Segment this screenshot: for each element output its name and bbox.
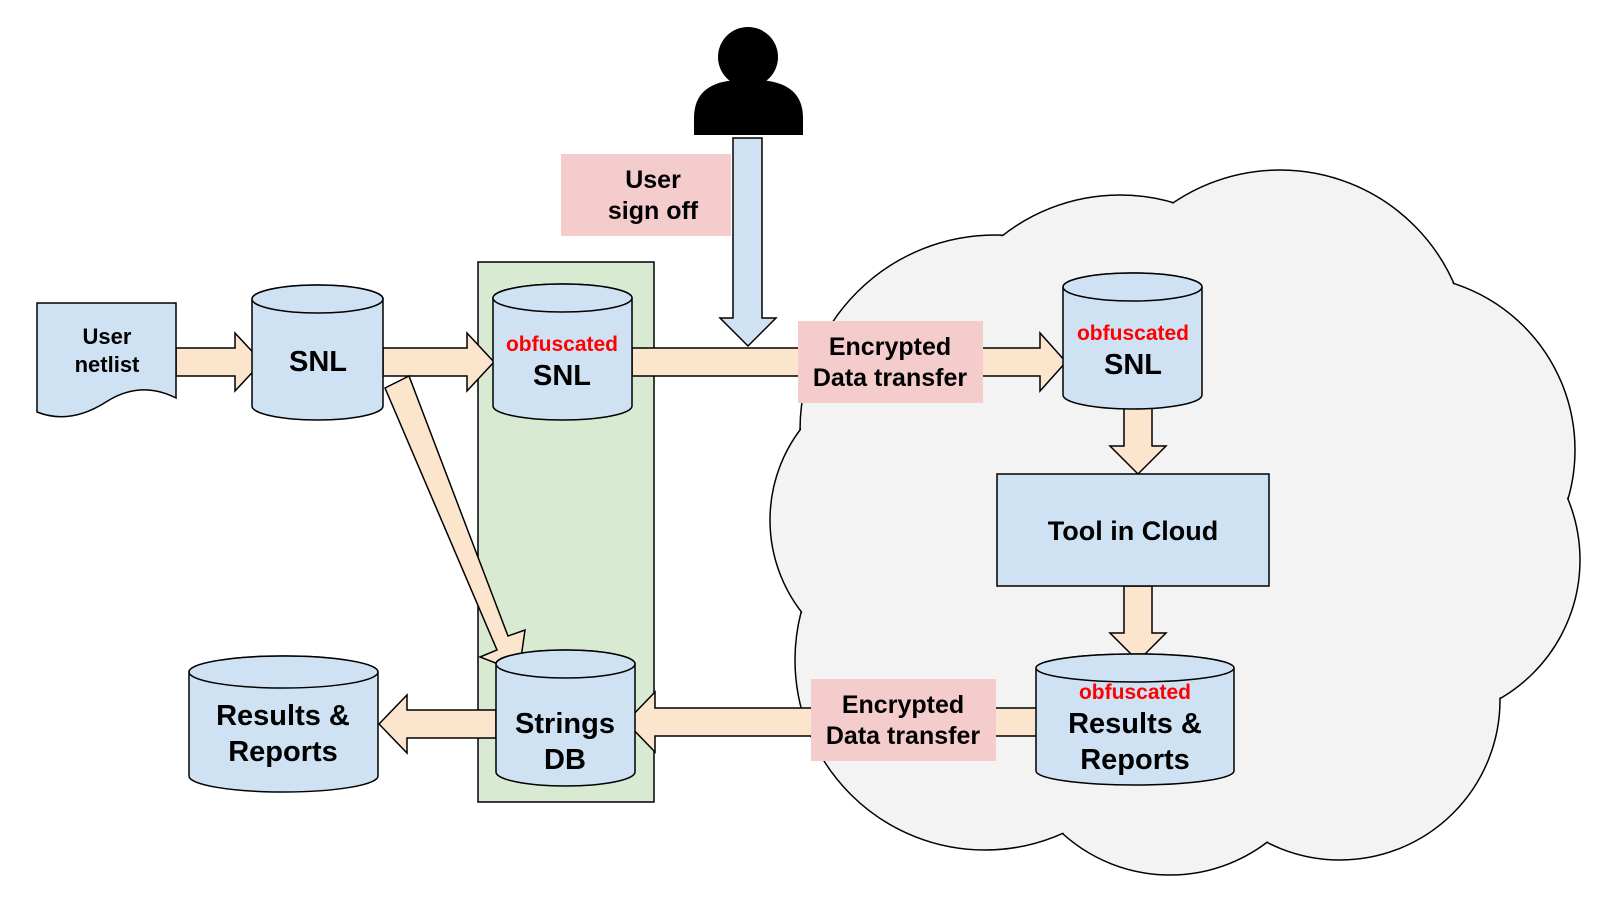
cylinder-top (251, 284, 384, 314)
encrypted-bottom-line1: Encrypted (842, 691, 964, 719)
strings-db-line2: DB (544, 744, 586, 776)
cylinder-top (495, 649, 636, 679)
arrow-user-signoff (718, 137, 778, 348)
cloud-results-line2: Reports (1080, 744, 1190, 776)
user-sign-off-label: User sign off (561, 154, 731, 236)
results-local-line1: Results & (216, 700, 350, 732)
strings-db-line1: Strings (515, 708, 615, 740)
cloud-snl-cylinder: obfuscated SNL (1062, 272, 1203, 410)
cylinder-top (492, 283, 633, 313)
obfuscated-snl-label: SNL (533, 360, 591, 392)
cylinder-top (1062, 272, 1203, 302)
cloud-snl-tag: obfuscated (1077, 322, 1189, 345)
arrow-strings-to-results (377, 693, 497, 755)
user-sign-off-line1: User (625, 166, 681, 194)
user-sign-off-line2: sign off (608, 197, 699, 225)
tool-in-cloud-label: Tool in Cloud (1048, 516, 1218, 546)
arrow-snl-to-tool (1108, 407, 1168, 476)
encrypted-top-line2: Data transfer (813, 364, 967, 392)
user-netlist-line2: netlist (75, 352, 140, 377)
arrow-netlist-to-snl (175, 331, 264, 393)
cloud-snl-label: SNL (1104, 349, 1162, 381)
cloud-results-tag: obfuscated (1079, 681, 1191, 704)
snl-cylinder: SNL (251, 284, 384, 421)
cloud-results-cylinder: obfuscated Results & Reports (1035, 653, 1235, 786)
cloud-results-line1: Results & (1068, 708, 1202, 740)
encrypted-top-line1: Encrypted (829, 333, 951, 361)
arrow-tool-to-results (1108, 585, 1168, 663)
arrow-snl-to-strings (384, 374, 526, 674)
results-local-cylinder: Results & Reports (188, 655, 379, 793)
obfuscated-snl-cylinder: obfuscated SNL (492, 283, 633, 421)
cylinder-top (188, 655, 379, 689)
person-icon (694, 27, 803, 135)
user-netlist-line1: User (83, 324, 132, 349)
obfuscated-snl-tag: obfuscated (506, 333, 618, 356)
user-netlist-document: User netlist (36, 302, 177, 418)
snl-label: SNL (289, 346, 347, 378)
strings-db-cylinder: Strings DB (495, 649, 636, 787)
encrypted-transfer-bottom-label: Encrypted Data transfer (811, 679, 996, 761)
arrow-snl-to-obfuscated (382, 331, 496, 393)
results-local-line2: Reports (228, 736, 338, 768)
tool-in-cloud-box: Tool in Cloud (996, 473, 1270, 587)
encrypted-transfer-top-label: Encrypted Data transfer (798, 321, 983, 403)
encrypted-bottom-line2: Data transfer (826, 722, 980, 750)
cylinder-top (1035, 653, 1235, 683)
